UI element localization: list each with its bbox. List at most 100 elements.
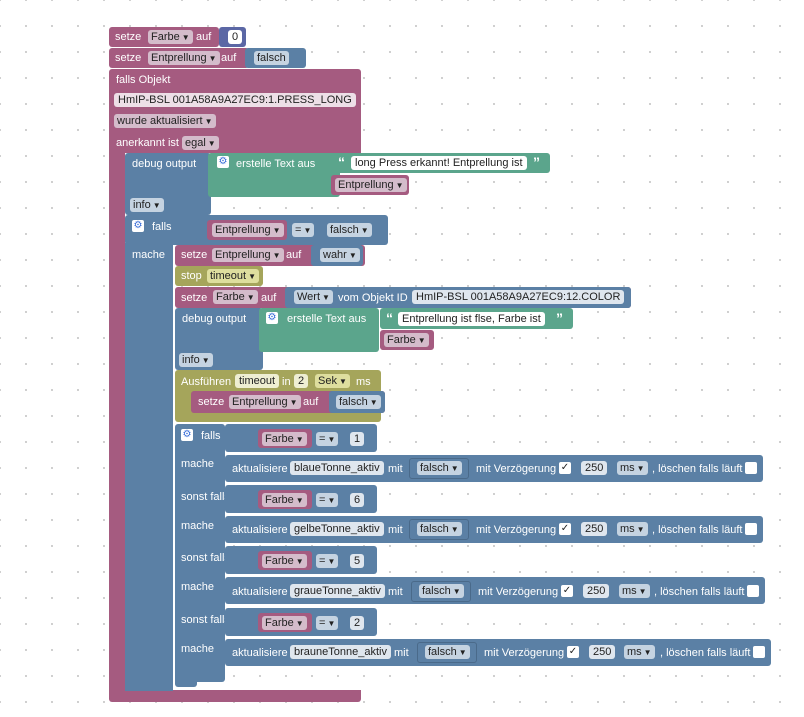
- delay-value-field[interactable]: 250: [581, 461, 608, 475]
- number-field[interactable]: 5: [350, 554, 365, 568]
- clear-running-checkbox[interactable]: [745, 462, 757, 474]
- operator-dropdown[interactable]: =▼: [316, 493, 339, 507]
- var-entprellung-dropdown[interactable]: Entprellung▼: [148, 51, 220, 65]
- debug-output-label: debug output: [182, 313, 247, 325]
- open-quote-icon: “: [338, 154, 345, 170]
- clear-running-checkbox[interactable]: [745, 523, 757, 535]
- var-entprellung-dropdown[interactable]: Entprellung▼: [212, 248, 284, 262]
- gear-icon[interactable]: ⚙: [132, 220, 144, 232]
- delay-checkbox[interactable]: ✓: [567, 646, 579, 658]
- dropdown-value: egal: [185, 137, 206, 149]
- dropdown-arrow-icon: ▼: [338, 377, 347, 386]
- var-farbe-dropdown[interactable]: Farbe▼: [262, 616, 307, 630]
- mache-label: mache: [181, 458, 215, 470]
- delay-value-field[interactable]: 250: [583, 584, 610, 598]
- dropdown-value: info: [133, 199, 151, 211]
- timeout-value-field[interactable]: 2: [294, 374, 309, 388]
- boolean-dropdown[interactable]: falsch▼: [417, 522, 462, 536]
- state-name-field[interactable]: blaueTonne_aktiv: [290, 461, 384, 475]
- var-farbe-dropdown[interactable]: Farbe▼: [384, 333, 429, 347]
- dropdown-value: info: [182, 354, 200, 366]
- operator-dropdown[interactable]: =▼: [292, 223, 315, 237]
- number-field[interactable]: 2: [350, 616, 365, 630]
- debug-level-dropdown[interactable]: info▼: [179, 353, 213, 367]
- update-label: aktualisiere: [232, 586, 288, 598]
- dropdown-value: Entprellung: [232, 396, 288, 408]
- dropdown-arrow-icon: ▼: [638, 587, 647, 596]
- setze-label: setze: [181, 292, 208, 304]
- dropdown-arrow-icon: ▼: [395, 181, 404, 190]
- object-id-field[interactable]: HmIP-BSL 001A58A9A27EC9:12.COLOR: [412, 290, 625, 304]
- delay-unit-dropdown[interactable]: ms▼: [624, 645, 655, 659]
- operator-dropdown[interactable]: =▼: [316, 554, 339, 568]
- gear-icon[interactable]: ⚙: [266, 312, 278, 324]
- number-field[interactable]: 6: [350, 493, 365, 507]
- if-else-chain-block[interactable]: [175, 424, 225, 682]
- delay-checkbox[interactable]: ✓: [559, 462, 571, 474]
- delay-label: mit Verzögerung: [478, 586, 559, 598]
- var-farbe-dropdown[interactable]: Farbe▼: [148, 30, 193, 44]
- trigger-block[interactable]: [109, 69, 361, 153]
- clear-running-checkbox[interactable]: [747, 585, 759, 597]
- clear-running-checkbox[interactable]: [753, 646, 765, 658]
- clear-running-label: , löschen falls läuft: [652, 463, 743, 475]
- dropdown-value: Entprellung: [215, 249, 271, 261]
- text-literal-field[interactable]: long Press erkannt! Entprellung ist: [351, 156, 527, 170]
- gear-icon[interactable]: ⚙: [181, 429, 193, 441]
- value-type-dropdown[interactable]: Wert▼: [294, 290, 333, 304]
- boolean-dropdown[interactable]: falsch: [254, 51, 289, 65]
- dropdown-value: =: [319, 494, 326, 506]
- operator-dropdown[interactable]: =▼: [316, 616, 339, 630]
- state-name-field[interactable]: graueTonne_aktiv: [290, 584, 385, 598]
- delay-value-field[interactable]: 250: [589, 645, 616, 659]
- dropdown-value: Farbe: [265, 555, 294, 567]
- delay-unit-dropdown[interactable]: ms▼: [619, 584, 650, 598]
- state-name-field[interactable]: brauneTonne_aktiv: [290, 645, 391, 659]
- trigger-event-dropdown[interactable]: wurde aktualisiert▼: [114, 114, 216, 128]
- dropdown-arrow-icon: ▼: [327, 619, 336, 628]
- sonst-falls-label: sonst falls: [181, 491, 230, 503]
- delay-checkbox[interactable]: ✓: [559, 523, 571, 535]
- in-label: in: [282, 376, 291, 388]
- delay-checkbox[interactable]: ✓: [561, 585, 573, 597]
- timeout-name-dropdown[interactable]: timeout▼: [207, 269, 259, 283]
- trigger-object-field[interactable]: HmIP-BSL 001A58A9A27EC9:1.PRESS_LONG: [114, 93, 356, 107]
- delay-unit-dropdown[interactable]: ms▼: [617, 461, 648, 475]
- dropdown-arrow-icon: ▼: [636, 525, 645, 534]
- state-name-field[interactable]: gelbeTonne_aktiv: [290, 522, 384, 536]
- text-literal-field[interactable]: Entprellung ist flse, Farbe ist: [398, 312, 545, 326]
- var-entprellung-dropdown[interactable]: Entprellung▼: [212, 223, 284, 237]
- number-field[interactable]: 0: [228, 30, 243, 44]
- delay-unit-dropdown[interactable]: ms▼: [617, 522, 648, 536]
- debug-level-dropdown[interactable]: info▼: [130, 198, 164, 212]
- create-text-block[interactable]: [208, 153, 340, 197]
- operator-dropdown[interactable]: =▼: [316, 432, 339, 446]
- falls-label: falls: [152, 221, 172, 233]
- gear-icon[interactable]: ⚙: [217, 156, 229, 168]
- dropdown-arrow-icon: ▼: [450, 525, 459, 534]
- delay-value-field[interactable]: 250: [581, 522, 608, 536]
- delay-label: mit Verzögerung: [476, 524, 557, 536]
- ack-dropdown[interactable]: egal▼: [182, 136, 219, 150]
- var-farbe-dropdown[interactable]: Farbe▼: [262, 432, 307, 446]
- var-entprellung-dropdown[interactable]: Entprellung▼: [335, 178, 407, 192]
- dropdown-value: =: [319, 555, 326, 567]
- var-farbe-dropdown[interactable]: Farbe▼: [262, 493, 307, 507]
- dropdown-arrow-icon: ▼: [208, 54, 217, 63]
- create-text-label: erstelle Text aus: [287, 313, 367, 325]
- var-farbe-dropdown[interactable]: Farbe▼: [213, 290, 258, 304]
- boolean-dropdown[interactable]: falsch▼: [419, 584, 464, 598]
- boolean-dropdown[interactable]: falsch▼: [327, 223, 372, 237]
- timeout-unit-dropdown[interactable]: Sek▼: [315, 374, 350, 388]
- boolean-dropdown[interactable]: falsch▼: [425, 645, 470, 659]
- var-entprellung-dropdown[interactable]: Entprellung▼: [229, 395, 301, 409]
- var-farbe-dropdown[interactable]: Farbe▼: [262, 554, 307, 568]
- boolean-dropdown[interactable]: falsch▼: [336, 395, 381, 409]
- timeout-name-field[interactable]: timeout: [235, 374, 280, 388]
- dropdown-arrow-icon: ▼: [201, 356, 210, 365]
- number-field[interactable]: 1: [350, 432, 365, 446]
- boolean-dropdown[interactable]: falsch▼: [417, 461, 462, 475]
- mit-label: mit: [388, 524, 403, 536]
- boolean-dropdown[interactable]: wahr▼: [320, 248, 360, 262]
- create-text-block[interactable]: [259, 308, 379, 352]
